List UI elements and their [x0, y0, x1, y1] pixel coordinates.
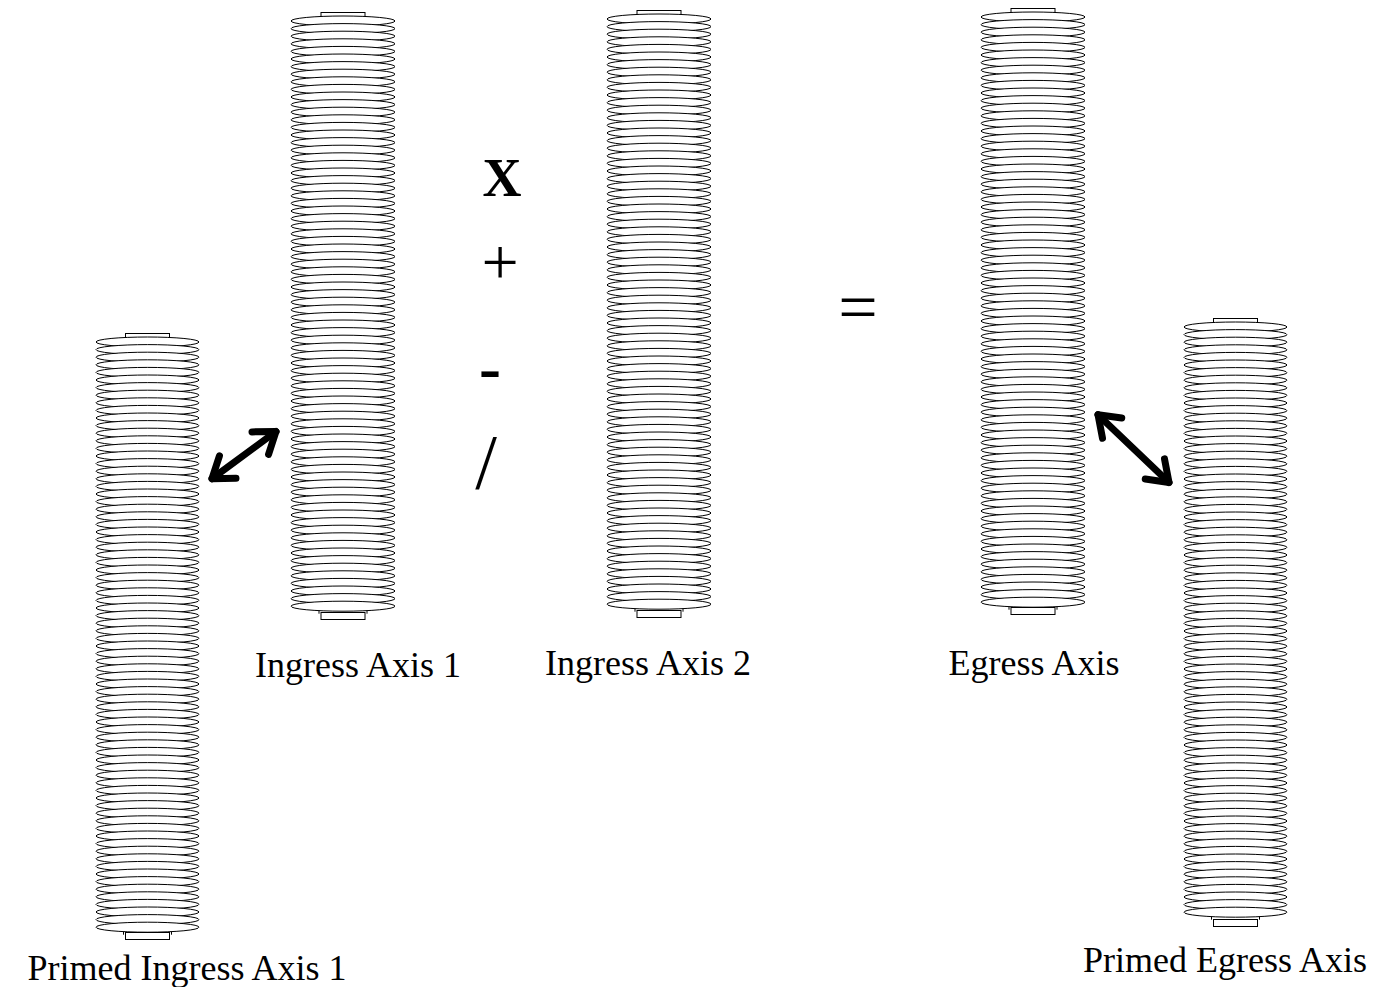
axis-label: Primed Ingress Axis 1 [28, 948, 347, 987]
stack-drawing [1183, 318, 1288, 927]
axis-label: Egress Axis [949, 643, 1120, 683]
disk-stack: Primed Egress Axis [1183, 318, 1288, 927]
axis-label: Ingress Axis 1 [255, 645, 461, 685]
stack-drawing [606, 10, 712, 618]
stack-drawing [95, 333, 200, 940]
operator-symbol: = [838, 273, 877, 343]
stack-drawing [980, 8, 1086, 615]
disk-stack: Ingress Axis 1 [290, 12, 396, 620]
axis-label: Primed Egress Axis [1083, 940, 1367, 980]
disk-stack: Egress Axis [980, 8, 1086, 615]
double-arrow [1098, 415, 1169, 483]
operator-symbol: - [479, 335, 501, 401]
double-arrow [212, 432, 276, 479]
disk-stack: Ingress Axis 2 [606, 10, 712, 618]
axis-label: Ingress Axis 2 [545, 643, 751, 683]
operator-symbol: X [483, 151, 522, 205]
operator-symbol: + [481, 229, 518, 295]
operator-symbol: / [475, 423, 497, 501]
stack-drawing [290, 12, 396, 620]
disk-stack: Primed Ingress Axis 1 [95, 333, 200, 940]
